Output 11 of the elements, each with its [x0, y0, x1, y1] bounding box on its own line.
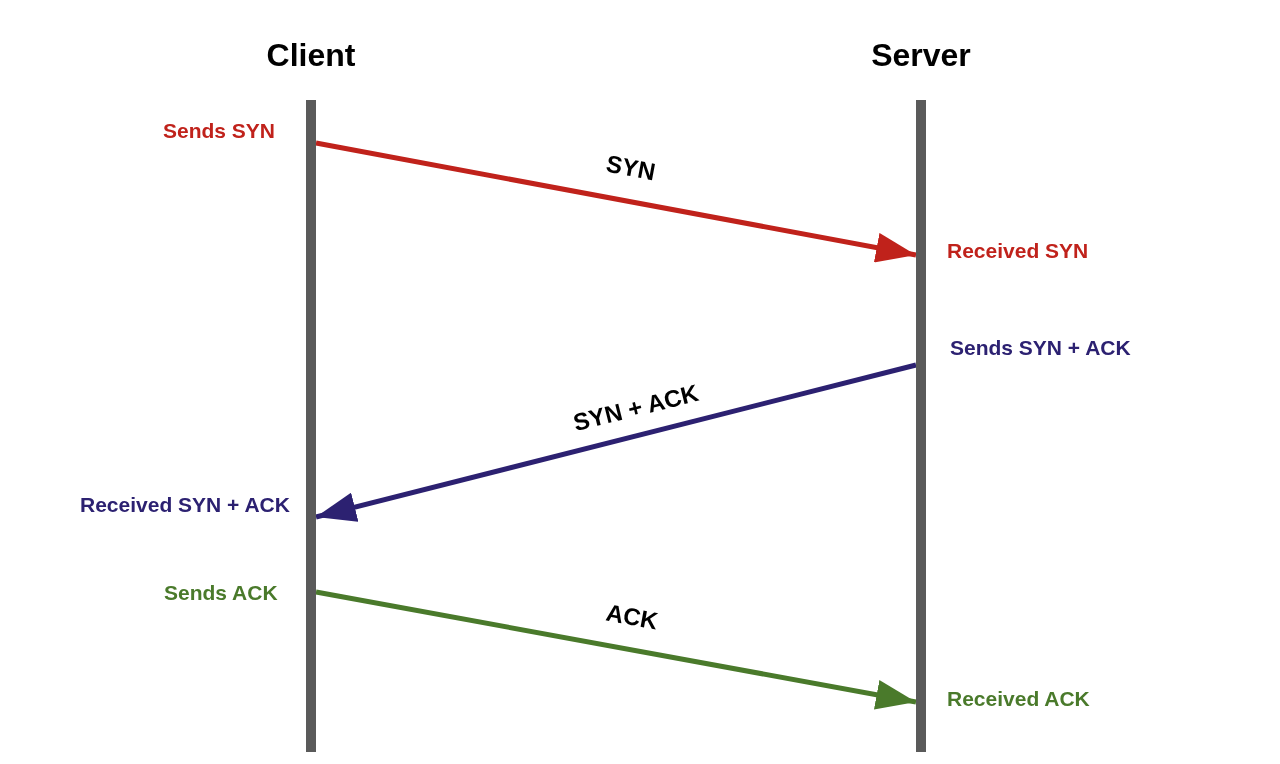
- event-label: Sends SYN: [163, 119, 276, 143]
- event-label: Received SYN + ACK: [80, 493, 290, 517]
- lifeline-title: Client: [266, 37, 356, 74]
- event-label: Received ACK: [947, 687, 1090, 711]
- arrow: [315, 140, 917, 263]
- event-label: Sends SYN + ACK: [950, 336, 1131, 360]
- arrow: [315, 589, 917, 710]
- event-label: Received SYN: [947, 239, 1089, 263]
- arrow: [315, 362, 917, 522]
- event-label: Sends ACK: [164, 581, 278, 605]
- lifeline-title: Server: [871, 37, 971, 74]
